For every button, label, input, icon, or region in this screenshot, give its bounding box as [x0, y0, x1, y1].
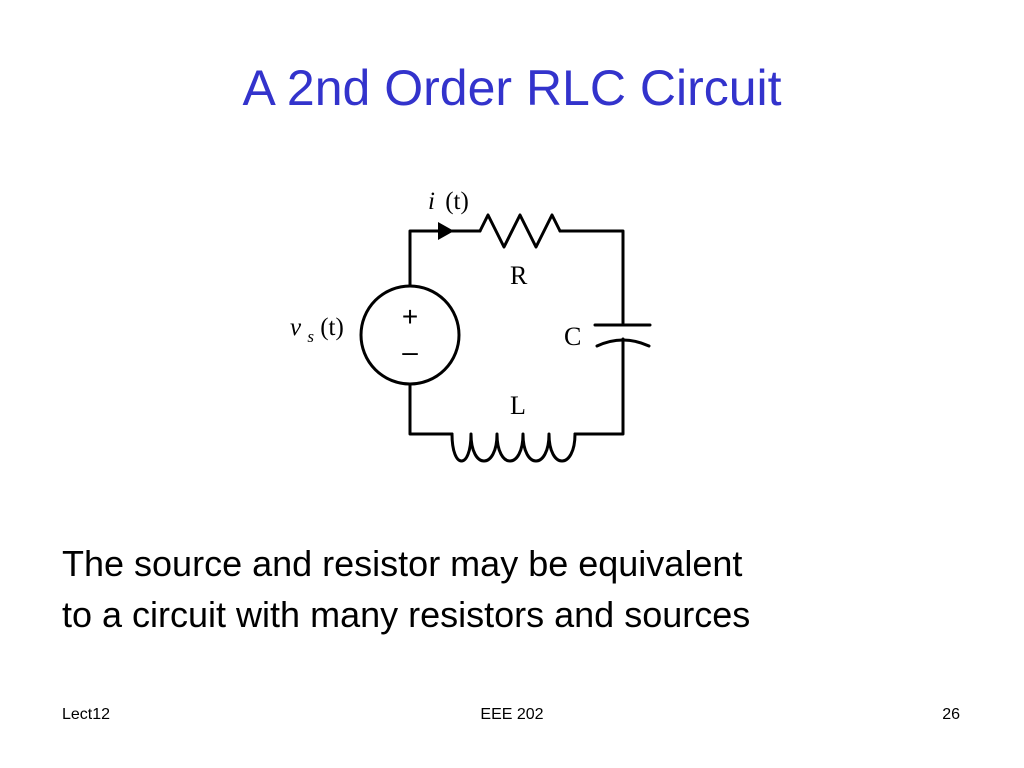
body-line-2: to a circuit with many resistors and sou…: [62, 594, 751, 635]
current-label: i (t): [428, 188, 469, 215]
inductor-symbol: [450, 432, 577, 463]
source-label-arg: (t): [320, 314, 344, 341]
current-label-arg: (t): [445, 188, 469, 215]
wire-bottom-left: [408, 382, 454, 436]
footer-page-number: 26: [942, 706, 960, 723]
resistor-symbol: [478, 213, 562, 249]
body-line-1: The source and resistor may be equivalen…: [62, 543, 743, 584]
source-label-name: v: [290, 314, 302, 341]
current-label-name: i: [428, 188, 435, 215]
footer-lecture: Lect12: [62, 706, 111, 723]
slide-title: A 2nd Order RLC Circuit: [242, 60, 782, 116]
source-label-sub: s: [307, 327, 314, 346]
resistor-label: R: [510, 261, 528, 290]
wire-right-lower: [573, 337, 625, 436]
inductor-label: L: [510, 391, 526, 420]
footer-course: EEE 202: [480, 706, 544, 723]
current-arrow-icon: [438, 222, 454, 240]
wire-top-right: [558, 229, 625, 325]
wire-top-left: [408, 229, 482, 288]
slide-body-text: The source and resistor may be equivalen…: [62, 538, 982, 640]
source-plus-sign: +: [402, 301, 418, 332]
source-label: v s (t): [290, 314, 344, 348]
capacitor-label: C: [564, 322, 581, 351]
voltage-source-symbol: [359, 284, 461, 386]
source-minus-sign: –: [402, 336, 418, 367]
